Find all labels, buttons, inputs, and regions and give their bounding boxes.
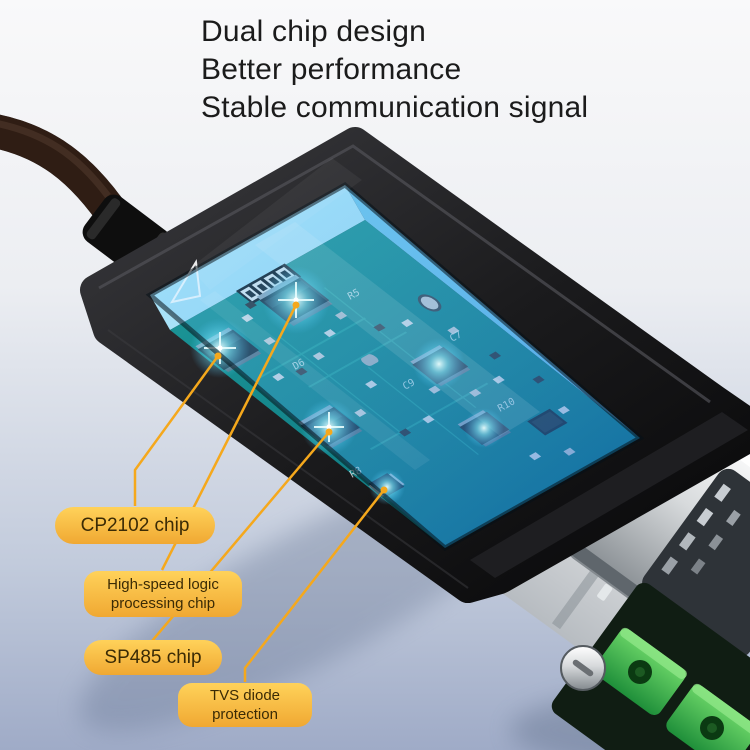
chip-glow-effects — [190, 266, 504, 505]
headline: Dual chip design Better performance Stab… — [201, 13, 588, 127]
headline-line-3: Stable communication signal — [201, 91, 589, 124]
headline-line-2: Better performance — [201, 53, 462, 86]
callout-label-tvs-line2: protection — [212, 706, 278, 723]
callout-label-tvs-line1: TVS diode — [209, 687, 281, 704]
terminal-block-module — [551, 582, 750, 750]
cutaway-window: R5 C7 D6 C9 R10 R8 — [145, 181, 645, 552]
callout-label-sp485-text: SP485 chip — [104, 646, 202, 668]
callout-label-cp2102: CP2102 chip — [55, 507, 215, 544]
callout-label-cp2102-text: CP2102 chip — [80, 514, 190, 536]
callout-label-sp485: SP485 chip — [84, 640, 222, 675]
thumb-screw — [560, 645, 606, 691]
callout-label-tvs: TVS diode protection — [178, 683, 312, 727]
window-edge — [145, 181, 645, 552]
connector-recess — [642, 468, 750, 658]
callout-label-logic-chip: High-speed logic processing chip — [84, 571, 242, 617]
headline-line-1: Dual chip design — [201, 15, 427, 48]
callout-label-logic-line2: processing chip — [110, 595, 216, 612]
glass-reflection — [255, 222, 540, 436]
callout-dots — [214, 301, 388, 494]
callout-label-logic-line1: High-speed logic — [107, 576, 219, 593]
light-ray — [190, 158, 362, 290]
callout-line-tvs — [243, 489, 385, 682]
callout-line-cp2102 — [133, 355, 220, 506]
